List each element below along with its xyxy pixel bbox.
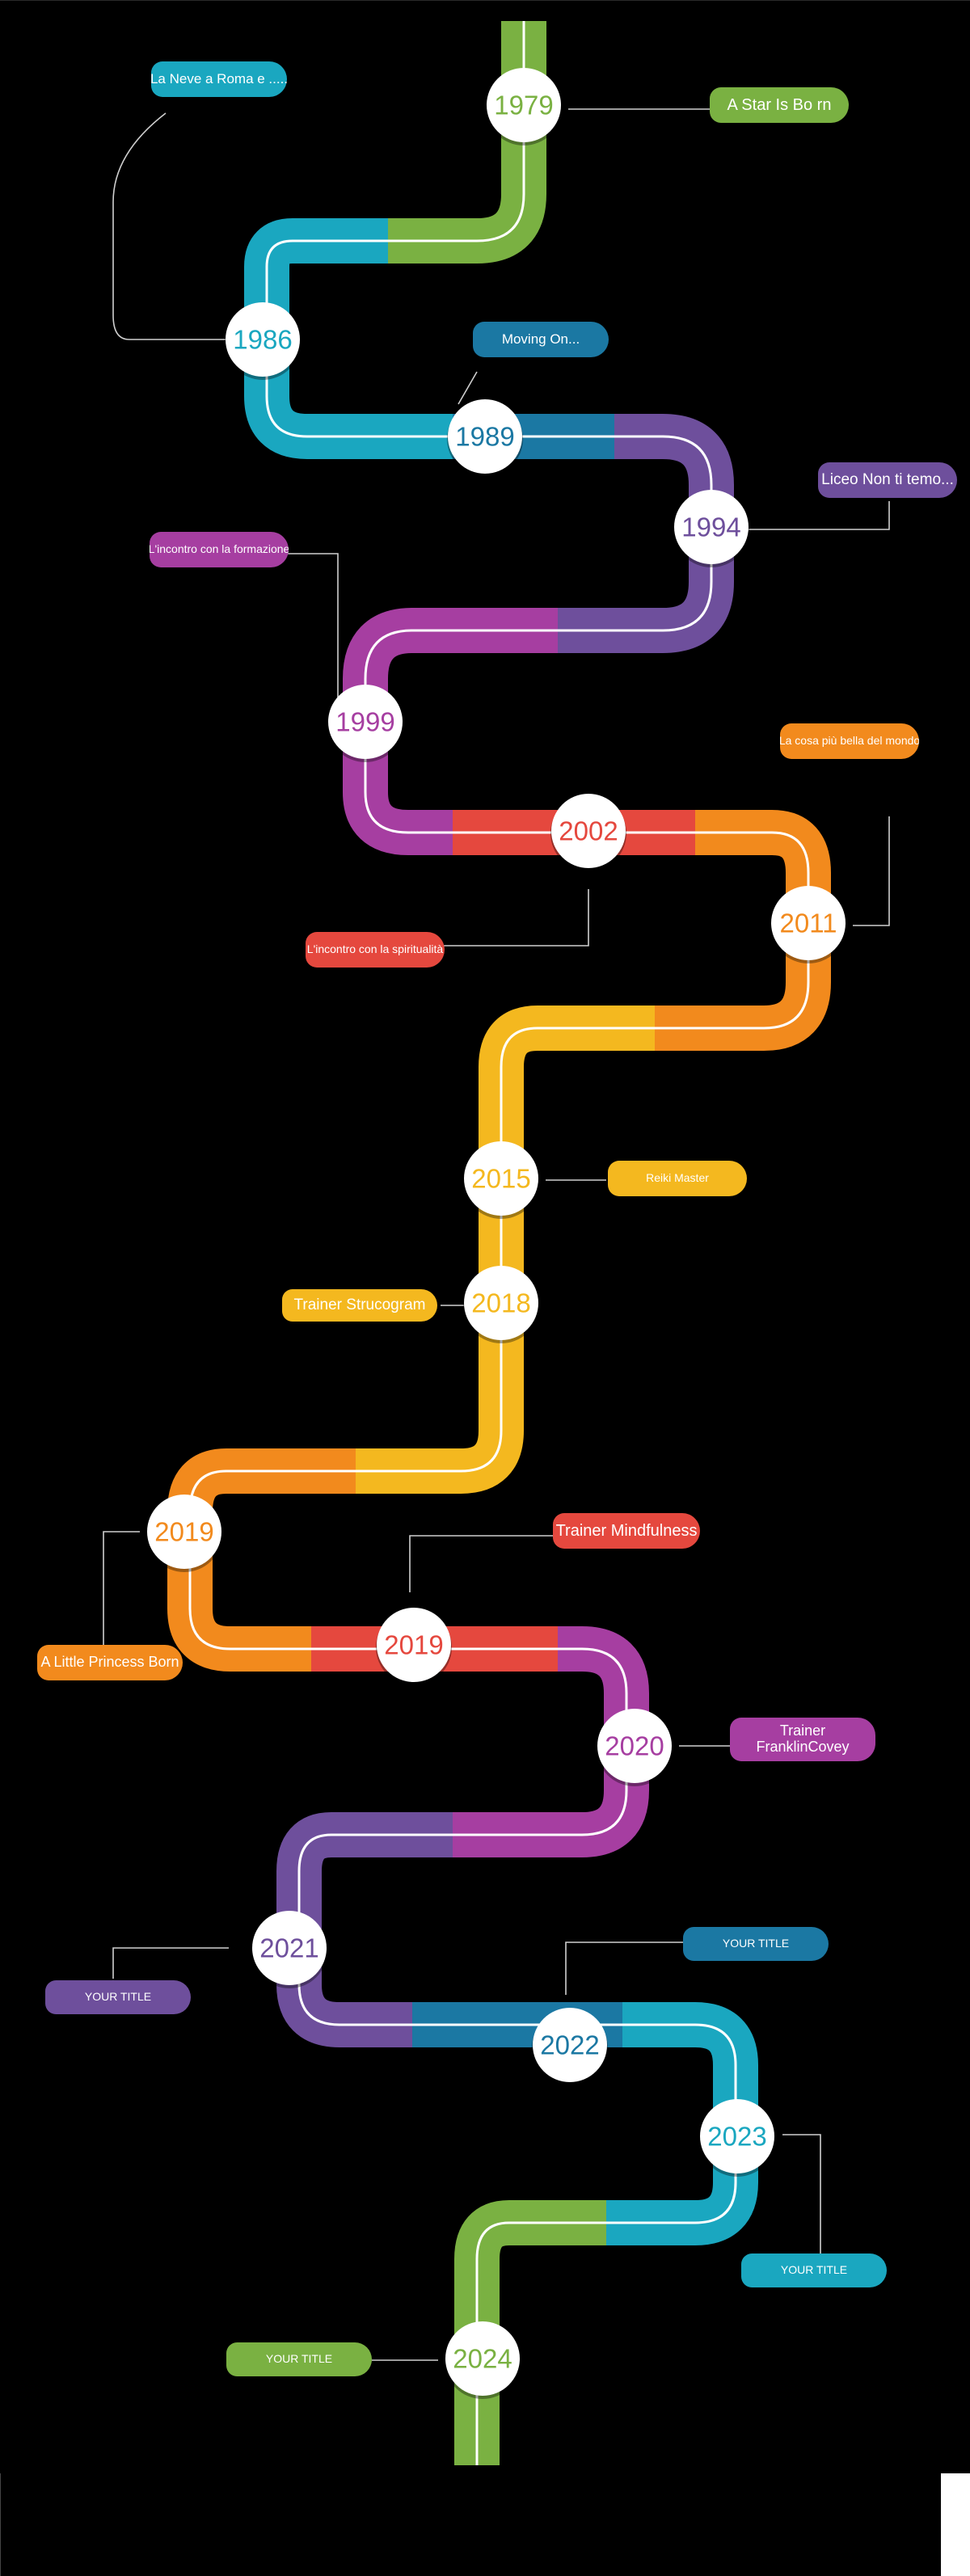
node-year-2015: 2015 (471, 1164, 530, 1194)
milestone-label-1979: A Star Is Bo rn (710, 87, 849, 123)
connector-line (287, 553, 339, 722)
node-year-2019: 2019 (384, 1630, 443, 1660)
connector-line (443, 889, 589, 947)
node-circle-1999 (328, 685, 403, 759)
node-year-1989: 1989 (455, 422, 514, 452)
milestone-label-2019-a: A Little Princess Born (37, 1645, 183, 1680)
node-year-1986: 1986 (233, 325, 292, 355)
milestone-label-1986: La Neve a Roma e ..... (151, 61, 287, 97)
node-year-2019: 2019 (154, 1517, 213, 1547)
node-year-2018: 2018 (471, 1288, 530, 1318)
milestone-label-1994: Liceo Non ti temo... (818, 462, 957, 498)
connector-line (409, 1535, 554, 1592)
node-year-1999: 1999 (335, 707, 394, 737)
node-year-1994: 1994 (681, 512, 740, 542)
node-circle-1986 (226, 302, 300, 377)
node-circle-1989 (448, 399, 522, 474)
milestone-label-2020: Trainer FranklinCovey (730, 1718, 875, 1761)
node-year-2020: 2020 (605, 1731, 664, 1761)
milestone-label-1999: L'incontro con la formazione (150, 532, 289, 567)
node-year-2021: 2021 (259, 1933, 318, 1963)
node-circle-2011 (771, 886, 846, 960)
milestone-label-2011: La cosa più bella del mondo (780, 723, 919, 759)
node-circle-2002 (551, 794, 626, 868)
road-center-line (364, 629, 558, 834)
road-center-line (265, 239, 453, 438)
node-circle-2015 (464, 1141, 538, 1216)
node-year-2011: 2011 (780, 909, 837, 938)
road-center-line (475, 2221, 606, 2465)
bottom-border (0, 2473, 942, 2576)
milestone-label-2023: YOUR TITLE (741, 2253, 887, 2287)
node-circle-2022 (533, 2008, 607, 2082)
node-circle-2019 (377, 1608, 451, 1682)
node-circle-2020 (597, 1709, 672, 1783)
road-segment-yellow (356, 1006, 655, 1494)
node-circle-2023 (700, 2099, 774, 2173)
connector-line (748, 501, 890, 530)
node-year-1979: 1979 (494, 91, 553, 120)
node-circle-2021 (252, 1911, 327, 1985)
road-center-line (655, 831, 810, 1030)
top-border (0, 0, 970, 1)
milestone-label-2019-b: Trainer Mindfulness (553, 1513, 700, 1549)
node-year-2023: 2023 (707, 2122, 766, 2152)
road-center-line (297, 1833, 453, 2026)
node-year-2024: 2024 (453, 2344, 512, 2374)
node-circle-1994 (674, 490, 749, 564)
connector-line (458, 371, 478, 405)
milestone-label-2018: Trainer Strucogram (282, 1289, 437, 1322)
node-circle-2019 (147, 1495, 221, 1569)
connector-line (103, 1531, 140, 1645)
milestone-label-2024: YOUR TITLE (226, 2342, 372, 2376)
milestone-label-1989: Moving On... (473, 322, 609, 357)
connector-line (565, 1941, 685, 1995)
milestone-label-2022: YOUR TITLE (683, 1927, 829, 1961)
road-center-line (388, 193, 525, 242)
node-year-2022: 2022 (540, 2030, 599, 2060)
milestone-label-2015: Reiki Master (608, 1161, 747, 1196)
milestone-label-2021: YOUR TITLE (45, 1980, 191, 2014)
node-circle-2024 (445, 2321, 520, 2396)
node-circle-2018 (464, 1266, 538, 1340)
connector-line (853, 816, 890, 926)
connector-line (112, 112, 226, 340)
connector-line (782, 2134, 821, 2259)
connector-line (112, 1947, 229, 1979)
node-year-2002: 2002 (559, 816, 618, 846)
corner-block (941, 2473, 970, 2576)
node-circle-1979 (487, 68, 561, 142)
milestone-label-2002: L'incontro con la spiritualità (306, 932, 445, 968)
road-center-line (356, 1027, 655, 1473)
